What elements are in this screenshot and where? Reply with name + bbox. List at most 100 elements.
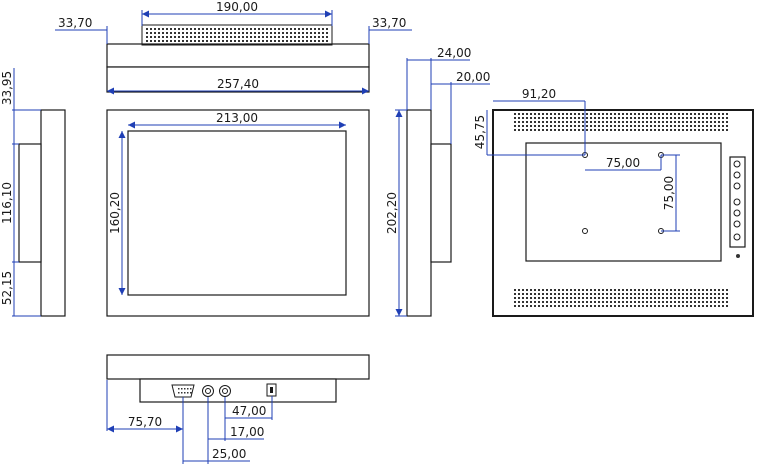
vent-hole bbox=[178, 28, 180, 30]
vent-hole bbox=[646, 117, 648, 119]
vent-hole bbox=[534, 113, 536, 115]
vent-hole bbox=[634, 293, 636, 295]
vent-hole bbox=[622, 293, 624, 295]
vent-hole bbox=[226, 32, 228, 34]
vent-hole bbox=[542, 293, 544, 295]
vent-hole bbox=[322, 28, 324, 30]
vent-hole bbox=[542, 121, 544, 123]
vent-hole bbox=[682, 305, 684, 307]
vent-hole bbox=[610, 301, 612, 303]
vent-hole bbox=[162, 36, 164, 38]
vent-hole bbox=[674, 125, 676, 127]
vent-hole bbox=[714, 293, 716, 295]
vent-hole bbox=[690, 289, 692, 291]
vent-hole bbox=[698, 121, 700, 123]
vent-hole bbox=[714, 117, 716, 119]
vent-hole bbox=[706, 117, 708, 119]
vent-hole bbox=[710, 297, 712, 299]
rear-led bbox=[736, 254, 740, 258]
vent-hole bbox=[170, 32, 172, 34]
vent-hole bbox=[710, 125, 712, 127]
vent-hole bbox=[246, 40, 248, 42]
vent-hole bbox=[726, 125, 728, 127]
vent-hole bbox=[186, 28, 188, 30]
vent-hole bbox=[158, 36, 160, 38]
left-side-housing bbox=[18, 143, 42, 263]
vent-hole bbox=[514, 289, 516, 291]
vent-hole bbox=[702, 297, 704, 299]
vent-hole bbox=[678, 301, 680, 303]
vent-hole bbox=[218, 32, 220, 34]
vent-hole bbox=[202, 32, 204, 34]
vent-hole bbox=[184, 392, 186, 394]
vent-hole bbox=[554, 129, 556, 131]
vent-hole bbox=[686, 301, 688, 303]
vent-hole bbox=[550, 305, 552, 307]
dim-label-screen-width: 213,00 bbox=[216, 111, 258, 125]
vent-hole bbox=[654, 117, 656, 119]
vent-hole bbox=[666, 289, 668, 291]
vent-hole bbox=[706, 293, 708, 295]
vent-hole bbox=[602, 305, 604, 307]
vent-hole bbox=[694, 129, 696, 131]
vent-hole bbox=[674, 121, 676, 123]
vent-hole bbox=[562, 129, 564, 131]
vent-hole bbox=[678, 289, 680, 291]
vent-hole bbox=[194, 32, 196, 34]
vent-hole bbox=[702, 117, 704, 119]
vent-hole bbox=[678, 129, 680, 131]
vent-hole bbox=[614, 293, 616, 295]
vent-hole bbox=[590, 113, 592, 115]
vent-hole bbox=[582, 121, 584, 123]
vent-hole bbox=[522, 113, 524, 115]
vent-hole bbox=[550, 121, 552, 123]
vent-hole bbox=[678, 293, 680, 295]
vent-hole bbox=[546, 125, 548, 127]
vent-hole bbox=[590, 121, 592, 123]
vent-hole bbox=[702, 125, 704, 127]
vent-hole bbox=[238, 36, 240, 38]
vent-hole bbox=[230, 40, 232, 42]
vent-hole bbox=[278, 40, 280, 42]
vent-hole bbox=[266, 40, 268, 42]
vent-hole bbox=[318, 32, 320, 34]
vent-hole bbox=[698, 301, 700, 303]
vent-hole bbox=[666, 129, 668, 131]
vga-connector-pins bbox=[178, 388, 192, 394]
vent-hole bbox=[630, 117, 632, 119]
vent-hole bbox=[146, 36, 148, 38]
vent-hole bbox=[626, 121, 628, 123]
vent-hole bbox=[522, 289, 524, 291]
vent-hole bbox=[570, 121, 572, 123]
vent-hole bbox=[187, 392, 189, 394]
vent-hole bbox=[538, 301, 540, 303]
vent-hole bbox=[562, 289, 564, 291]
vent-hole bbox=[582, 117, 584, 119]
vent-hole bbox=[590, 301, 592, 303]
vent-hole bbox=[718, 125, 720, 127]
vent-hole bbox=[542, 113, 544, 115]
vent-hole bbox=[554, 301, 556, 303]
vent-hole bbox=[170, 28, 172, 30]
vent-hole bbox=[610, 289, 612, 291]
vent-hole bbox=[694, 293, 696, 295]
vent-hole bbox=[674, 113, 676, 115]
vent-hole bbox=[534, 121, 536, 123]
vent-hole bbox=[622, 113, 624, 115]
vent-hole bbox=[190, 36, 192, 38]
vent-hole bbox=[694, 305, 696, 307]
vent-hole bbox=[662, 113, 664, 115]
vent-hole bbox=[586, 121, 588, 123]
vent-hole bbox=[526, 129, 528, 131]
vent-hole bbox=[618, 117, 620, 119]
vent-hole bbox=[690, 121, 692, 123]
vent-hole bbox=[702, 121, 704, 123]
vent-hole bbox=[674, 289, 676, 291]
vent-hole bbox=[670, 305, 672, 307]
vent-hole bbox=[590, 117, 592, 119]
vent-hole bbox=[190, 28, 192, 30]
vent-hole bbox=[598, 125, 600, 127]
vent-hole bbox=[526, 117, 528, 119]
vent-hole bbox=[530, 297, 532, 299]
vent-hole bbox=[650, 121, 652, 123]
